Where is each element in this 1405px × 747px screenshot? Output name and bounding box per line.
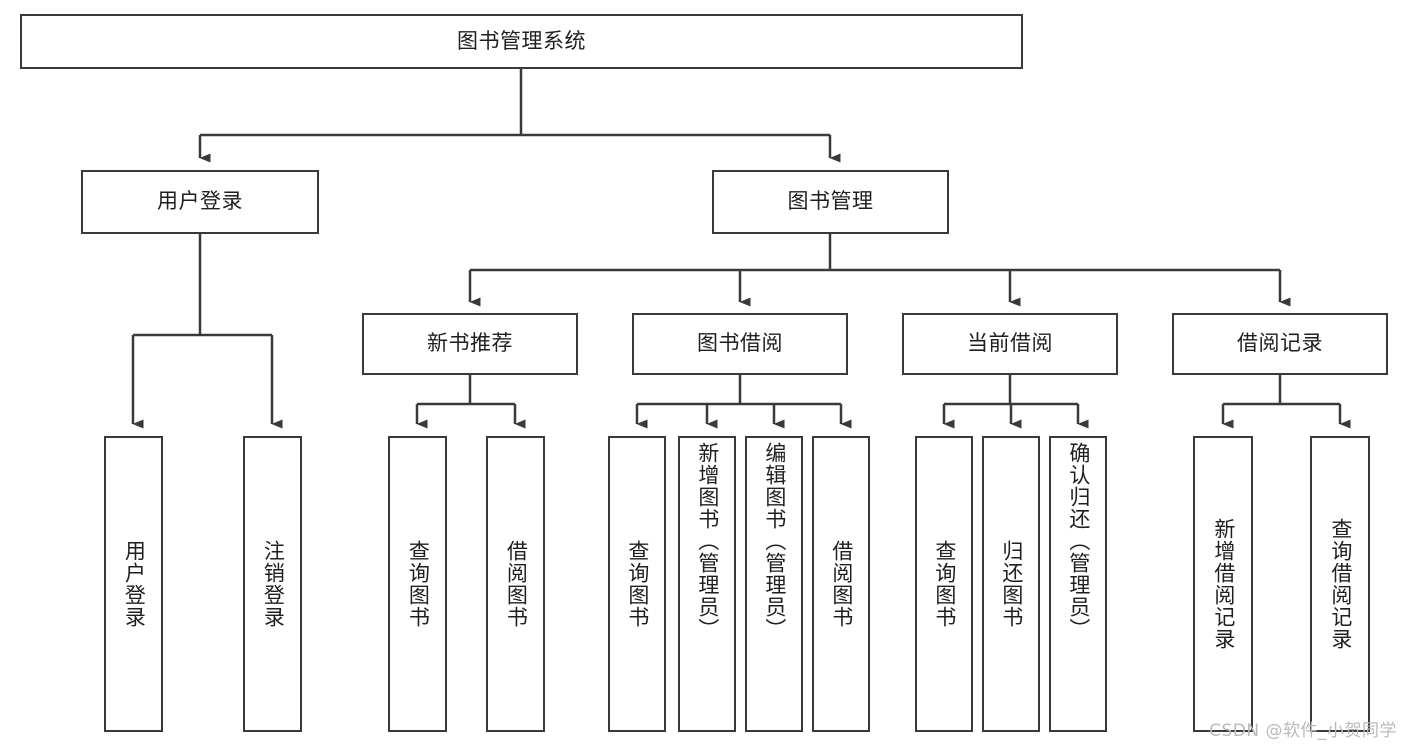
- node-root[interactable]: 图书管理系统: [20, 14, 1023, 69]
- node-current-borrow[interactable]: 当前借阅: [902, 313, 1118, 375]
- leaf-add-borrow-record-label: 新增借阅记录: [1211, 518, 1236, 650]
- connector-root-to-level1: [198, 69, 841, 163]
- leaf-confirm-return-admin[interactable]: 确认归还（管理员）: [1049, 436, 1107, 732]
- leaf-edit-book-admin[interactable]: 编辑图书（管理员）: [745, 436, 803, 732]
- leaf-return-book[interactable]: 归还图书: [982, 436, 1040, 732]
- node-new-book-recommend-label: 新书推荐: [427, 331, 513, 356]
- leaf-edit-book-admin-label: 编辑图书（管理员）: [762, 442, 787, 640]
- connector-recommend-to-leaves: [415, 375, 526, 429]
- leaf-logout-label: 注销登录: [261, 540, 286, 628]
- node-borrow-record[interactable]: 借阅记录: [1172, 313, 1388, 375]
- leaf-query-book-recommend-label: 查询图书: [406, 540, 431, 628]
- node-user-login-label: 用户登录: [157, 189, 243, 214]
- leaf-confirm-return-admin-label: 确认归还（管理员）: [1066, 442, 1091, 640]
- leaf-query-borrow-record-label: 查询借阅记录: [1328, 518, 1353, 650]
- node-book-management-label: 图书管理: [787, 189, 874, 214]
- connector-borrow-to-leaves: [635, 375, 852, 429]
- leaf-borrow-book-recommend-label: 借阅图书: [504, 540, 529, 628]
- leaf-add-book-admin[interactable]: 新增图书（管理员）: [678, 436, 736, 732]
- leaf-query-book-current-label: 查询图书: [932, 540, 957, 628]
- leaf-query-book-borrow[interactable]: 查询图书: [608, 436, 666, 732]
- node-user-login[interactable]: 用户登录: [81, 170, 319, 234]
- connector-current-to-leaves: [942, 375, 1089, 429]
- leaf-add-book-admin-label: 新增图书（管理员）: [695, 442, 720, 640]
- node-book-management[interactable]: 图书管理: [712, 170, 949, 234]
- connector-record-to-leaves: [1221, 375, 1351, 429]
- leaf-query-book-current[interactable]: 查询图书: [915, 436, 973, 732]
- leaf-query-book-recommend[interactable]: 查询图书: [388, 436, 447, 732]
- node-current-borrow-label: 当前借阅: [967, 331, 1053, 356]
- leaf-return-book-label: 归还图书: [999, 540, 1024, 628]
- leaf-user-login[interactable]: 用户登录: [104, 436, 163, 732]
- node-borrow-record-label: 借阅记录: [1237, 331, 1323, 356]
- leaf-logout[interactable]: 注销登录: [243, 436, 302, 732]
- node-book-borrow[interactable]: 图书借阅: [632, 313, 848, 375]
- connector-userlogin-to-leaves: [131, 234, 283, 429]
- leaf-query-book-borrow-label: 查询图书: [625, 540, 650, 628]
- leaf-borrow-book-recommend[interactable]: 借阅图书: [486, 436, 545, 732]
- leaf-borrow-book[interactable]: 借阅图书: [812, 436, 870, 732]
- connector-bookmgmt-to-level2: [468, 234, 1291, 307]
- leaf-borrow-book-label: 借阅图书: [829, 540, 854, 628]
- node-new-book-recommend[interactable]: 新书推荐: [362, 313, 578, 375]
- leaf-add-borrow-record[interactable]: 新增借阅记录: [1193, 436, 1253, 732]
- leaf-query-borrow-record[interactable]: 查询借阅记录: [1310, 436, 1370, 732]
- node-root-label: 图书管理系统: [457, 28, 586, 53]
- node-book-borrow-label: 图书借阅: [697, 331, 783, 356]
- leaf-user-login-label: 用户登录: [122, 540, 147, 628]
